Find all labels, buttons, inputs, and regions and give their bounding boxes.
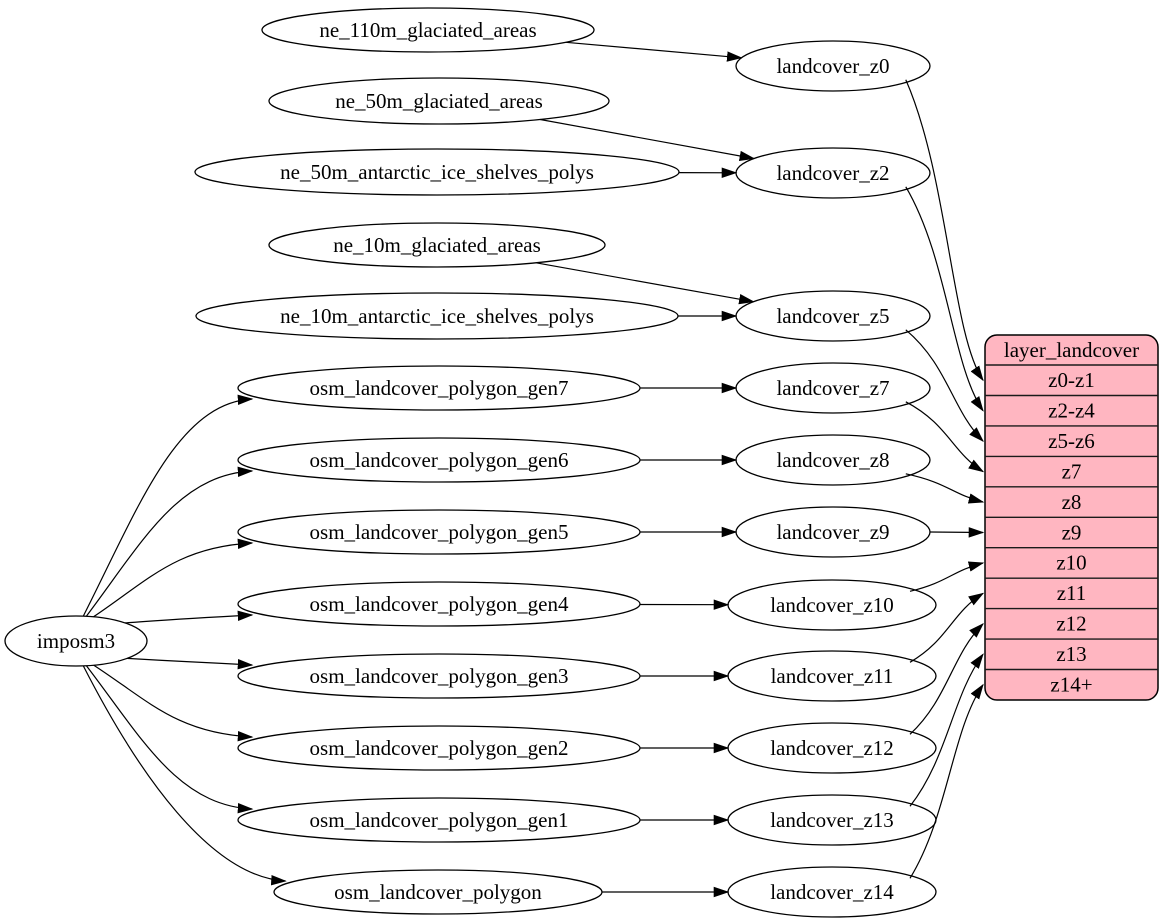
- edge-imposm3-to-osm_landcover_polygon_gen3: [127, 657, 254, 670]
- node-label-landcover_z11: landcover_z11: [771, 664, 894, 688]
- edge-landcover_z5-to-z5-z6: [905, 329, 984, 443]
- nodes-layer: imposm3 ne_110m_glaciated_areas ne_50m_gla…: [4, 7, 937, 918]
- edge-landcover_z14-to-z14+: [909, 683, 984, 879]
- node-ellipse-ne_110m_glaciated_areas: [261, 7, 595, 53]
- node-label-landcover_z12: landcover_z12: [770, 736, 894, 760]
- node-osm_landcover_polygon_gen6: osm_landcover_polygon_gen6: [237, 437, 641, 483]
- node-ne_110m_glaciated_areas: ne_110m_glaciated_areas: [261, 7, 595, 53]
- node-landcover_z9: landcover_z9: [735, 506, 931, 558]
- edge-imposm3-to-osm_landcover_polygon_gen7: [82, 394, 254, 617]
- node-label-landcover_z2: landcover_z2: [776, 161, 889, 185]
- node-landcover_z14: landcover_z14: [727, 866, 937, 918]
- node-label-ne_50m_antarctic_ice_shelves_polys: ne_50m_antarctic_ice_shelves_polys: [280, 160, 594, 184]
- node-label-landcover_z9: landcover_z9: [776, 520, 889, 544]
- node-landcover_z5: landcover_z5: [735, 290, 931, 342]
- node-ne_50m_glaciated_areas: ne_50m_glaciated_areas: [268, 77, 610, 125]
- node-label-ne_10m_antarctic_ice_shelves_polys: ne_10m_antarctic_ice_shelves_polys: [280, 304, 594, 328]
- node-label-osm_landcover_polygon_gen4: osm_landcover_polygon_gen4: [310, 592, 569, 616]
- table-layer: layer_landcover z0-z1 z2-z4 z5-z6 z7 z8 z9 z10 z…: [984, 334, 1159, 701]
- node-label-landcover_z8: landcover_z8: [776, 448, 889, 472]
- node-label-landcover_z13: landcover_z13: [770, 808, 894, 832]
- edge-landcover_z11-to-z11: [909, 592, 985, 663]
- node-label-ne_10m_glaciated_areas: ne_10m_glaciated_areas: [333, 233, 541, 257]
- table-row-z7: z7: [1062, 459, 1082, 483]
- edge-landcover_z13-to-z13: [909, 653, 984, 807]
- table-row-z0-z1: z0-z1: [1048, 368, 1095, 392]
- edge-imposm3-to-osm_landcover_polygon_gen6: [85, 466, 254, 617]
- node-label-osm_landcover_polygon_gen2: osm_landcover_polygon_gen2: [310, 736, 569, 760]
- node-osm_landcover_polygon_gen7: osm_landcover_polygon_gen7: [237, 365, 641, 411]
- node-label-landcover_z0: landcover_z0: [776, 54, 889, 78]
- node-label-osm_landcover_polygon_gen7: osm_landcover_polygon_gen7: [310, 376, 569, 400]
- table-row-z8: z8: [1062, 490, 1082, 514]
- table-row-z9: z9: [1062, 520, 1082, 544]
- table-title: layer_landcover: [1004, 338, 1139, 362]
- node-label-ne_110m_glaciated_areas: ne_110m_glaciated_areas: [319, 18, 536, 42]
- node-ellipse-ne_50m_glaciated_areas: [268, 77, 610, 125]
- node-ellipse-imposm3: [4, 615, 148, 667]
- table-row-z10: z10: [1056, 551, 1086, 575]
- edge-imposm3-to-osm_landcover_polygon_gen1: [85, 665, 254, 814]
- edge-landcover_z8-to-z8: [905, 473, 985, 504]
- node-landcover_z11: landcover_z11: [727, 650, 937, 702]
- node-ne_50m_antarctic_ice_shelves_polys: ne_50m_antarctic_ice_shelves_polys: [194, 148, 680, 196]
- table-row-z2-z4: z2-z4: [1048, 399, 1095, 423]
- edge-ne_110m_glaciated_areas-to-landcover_z0: [565, 41, 743, 62]
- edge-ne_10m_glaciated_areas-to-landcover_z5: [535, 262, 755, 305]
- node-label-osm_landcover_polygon: osm_landcover_polygon: [334, 880, 542, 904]
- node-landcover_z13: landcover_z13: [727, 794, 937, 846]
- node-ellipse-ne_50m_antarctic_ice_shelves_polys: [194, 148, 680, 196]
- node-ne_10m_antarctic_ice_shelves_polys: ne_10m_antarctic_ice_shelves_polys: [195, 292, 679, 340]
- edge-imposm3-to-osm_landcover_polygon_gen4: [125, 610, 254, 624]
- table-row-z11: z11: [1057, 581, 1087, 605]
- node-label-osm_landcover_polygon_gen3: osm_landcover_polygon_gen3: [310, 664, 569, 688]
- node-osm_landcover_polygon_gen4: osm_landcover_polygon_gen4: [237, 581, 641, 627]
- node-label-osm_landcover_polygon_gen6: osm_landcover_polygon_gen6: [310, 448, 569, 472]
- node-label-ne_50m_glaciated_areas: ne_50m_glaciated_areas: [335, 89, 543, 113]
- edge-landcover_z9-to-z9: [929, 527, 985, 538]
- node-landcover_z12: landcover_z12: [727, 722, 937, 774]
- node-imposm3: imposm3: [4, 615, 148, 667]
- table-row-z13: z13: [1056, 642, 1086, 666]
- node-ellipse-ne_10m_glaciated_areas: [268, 222, 606, 268]
- node-landcover_z2: landcover_z2: [735, 147, 931, 199]
- node-osm_landcover_polygon_gen5: osm_landcover_polygon_gen5: [237, 509, 641, 555]
- node-label-imposm3: imposm3: [37, 629, 115, 653]
- edge-ne_50m_glaciated_areas-to-landcover_z2: [540, 118, 756, 162]
- table-row-z14+: z14+: [1050, 673, 1092, 697]
- node-landcover_z10: landcover_z10: [727, 579, 937, 631]
- edge-landcover_z2-to-z2-z4: [905, 186, 984, 412]
- node-label-landcover_z14: landcover_z14: [770, 880, 894, 904]
- table-row-z12: z12: [1056, 612, 1086, 636]
- node-label-landcover_z5: landcover_z5: [776, 304, 889, 328]
- edge-imposm3-to-osm_landcover_polygon_gen2: [93, 664, 254, 742]
- node-ne_10m_glaciated_areas: ne_10m_glaciated_areas: [268, 222, 606, 268]
- node-osm_landcover_polygon_gen1: osm_landcover_polygon_gen1: [237, 797, 641, 843]
- node-ellipse-landcover_z0: [735, 40, 931, 92]
- node-label-landcover_z10: landcover_z10: [770, 593, 894, 617]
- node-label-osm_landcover_polygon_gen5: osm_landcover_polygon_gen5: [310, 520, 569, 544]
- edges-layer: [82, 41, 985, 898]
- edge-imposm3-to-osm_landcover_polygon: [82, 665, 287, 886]
- node-osm_landcover_polygon_gen2: osm_landcover_polygon_gen2: [237, 725, 641, 771]
- node-landcover_z0: landcover_z0: [735, 40, 931, 92]
- node-osm_landcover_polygon_gen3: osm_landcover_polygon_gen3: [237, 653, 641, 699]
- node-label-landcover_z7: landcover_z7: [776, 376, 889, 400]
- edge-landcover_z10-to-z10: [909, 561, 985, 592]
- node-osm_landcover_polygon: osm_landcover_polygon: [273, 869, 603, 915]
- edge-landcover_z7-to-z7: [905, 401, 985, 473]
- node-label-osm_landcover_polygon_gen1: osm_landcover_polygon_gen1: [310, 808, 569, 832]
- edge-imposm3-to-osm_landcover_polygon_gen5: [93, 538, 254, 618]
- table-row-z5-z6: z5-z6: [1048, 429, 1095, 453]
- edge-landcover_z12-to-z12: [909, 622, 984, 735]
- edge-landcover_z0-to-z0-z1: [905, 79, 984, 382]
- node-landcover_z8: landcover_z8: [735, 434, 931, 486]
- node-landcover_z7: landcover_z7: [735, 362, 931, 414]
